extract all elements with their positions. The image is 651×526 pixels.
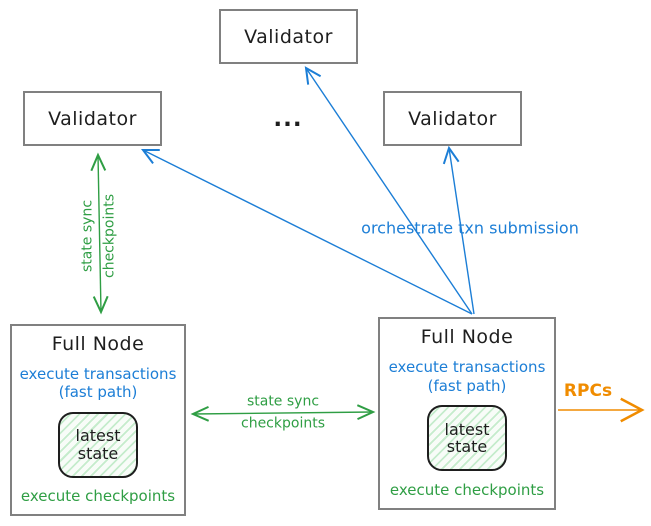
state-sync-vertical-line2: checkpoints: [101, 194, 117, 278]
rpcs-label: RPCs: [563, 381, 613, 401]
full-node-left-execute-line2: (fast path): [58, 383, 138, 402]
full-node-left-execute: execute transactions (fast path): [20, 365, 177, 403]
orchestrate-label: orchestrate txn submission: [361, 218, 579, 238]
validator-right-label: Validator: [408, 107, 497, 130]
latest-state-right-label: latest state: [444, 419, 490, 457]
full-node-right-execute-line1: execute transactions: [388, 357, 546, 376]
latest-state-left-label: latest state: [75, 425, 121, 463]
latest-state-box-left: latest state: [58, 411, 138, 478]
validator-box-top: Validator: [219, 9, 358, 64]
state-sync-horizontal-label: state sync checkpoints: [241, 391, 325, 434]
validator-box-right: Validator: [383, 91, 522, 146]
full-node-right-title: Full Node: [420, 326, 514, 348]
validators-ellipsis: ...: [273, 106, 303, 132]
state-sync-vertical-line1: state sync: [79, 199, 96, 273]
full-node-right-execute-line2: (fast path): [427, 376, 507, 395]
state-sync-vertical-label: state sync checkpoints: [77, 194, 120, 278]
validator-top-label: Validator: [244, 25, 333, 48]
full-node-left-checkpoints: execute checkpoints: [20, 487, 176, 505]
state-sync-horizontal-line2: checkpoints: [241, 415, 325, 431]
full-node-right-execute: execute transactions (fast path): [389, 358, 546, 396]
full-node-left-execute-line1: execute transactions: [19, 364, 177, 383]
full-node-left-title: Full Node: [51, 333, 145, 355]
validator-left-label: Validator: [48, 107, 137, 130]
validator-box-left: Validator: [23, 91, 162, 146]
full-node-right-checkpoints: execute checkpoints: [389, 480, 545, 499]
full-node-box-left: Full Node execute transactions (fast pat…: [10, 324, 186, 516]
latest-state-box-right: latest state: [427, 405, 507, 472]
state-sync-horizontal-line1: state sync: [246, 393, 320, 410]
full-node-box-right: Full Node execute transactions (fast pat…: [378, 317, 556, 510]
